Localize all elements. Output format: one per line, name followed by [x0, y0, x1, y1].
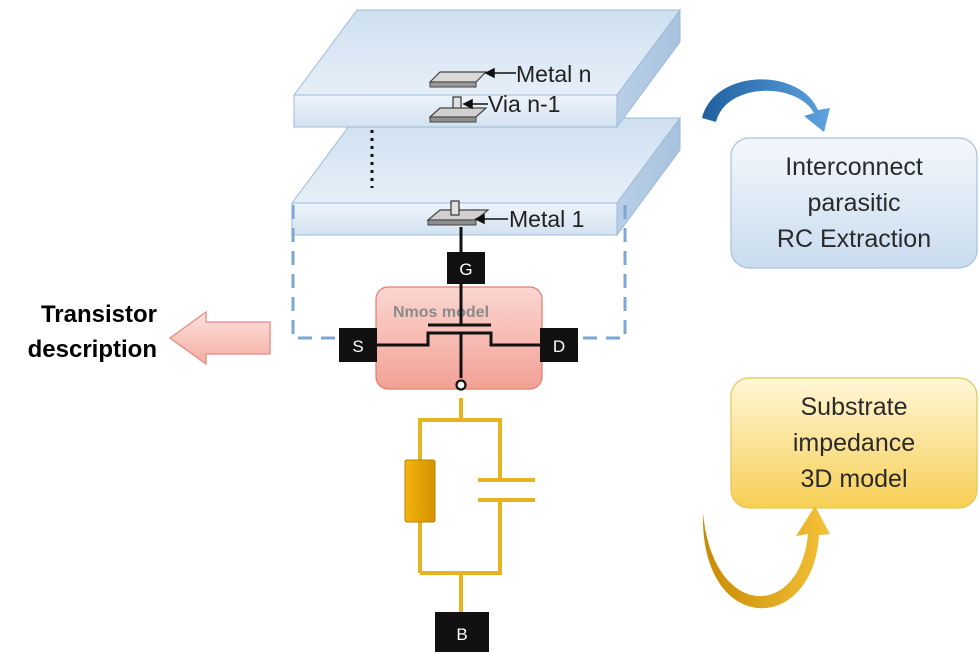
nmos-model-box: Nmos model: [375, 286, 543, 390]
substrate-line3: 3D model: [800, 465, 908, 493]
extraction-cycle-arrow: [702, 79, 830, 132]
transistor-description-title: Transistor description: [12, 297, 157, 367]
interconnect-box-text: Interconnect parasitic RC Extraction: [731, 149, 977, 257]
substrate-line1: Substrate: [800, 393, 908, 421]
label-arrows: [462, 67, 516, 225]
svg-text:B: B: [456, 625, 467, 644]
via-n-1-label: Via n-1: [488, 91, 560, 117]
lower-metal-slab: [291, 116, 681, 237]
interconnect-line2: parasitic: [807, 189, 901, 217]
transistor-description-line1: Transistor: [40, 301, 157, 328]
metal-n-minus-1-pad: [428, 107, 488, 123]
svg-text:S: S: [352, 337, 363, 356]
substrate-network: [418, 398, 535, 612]
drain-terminal: D: [540, 328, 578, 362]
substrate-resistor: [404, 459, 436, 523]
bulk-terminal: B: [435, 612, 489, 652]
substrate-box: [730, 377, 978, 509]
substrate-line2: impedance: [792, 429, 916, 457]
transistor-description-arrow: [168, 310, 271, 366]
metal-n-pad: [428, 71, 488, 88]
gate-terminal: G: [447, 252, 485, 284]
source-terminal: S: [339, 328, 377, 362]
interconnect-line1: Interconnect: [785, 153, 923, 181]
substrate-cycle-arrow: [702, 506, 830, 609]
upper-metal-slab: [293, 8, 681, 129]
nmos-model-label: Nmos model: [393, 304, 489, 321]
transistor-description-line2: description: [27, 336, 157, 363]
interconnect-box: [730, 137, 978, 269]
interconnect-dashed-lines: [291, 205, 627, 340]
svg-text:G: G: [459, 260, 472, 279]
metal-1-label: Metal 1: [509, 206, 584, 232]
transistor-symbol: [368, 283, 545, 391]
interconnect-line3: RC Extraction: [776, 225, 932, 253]
metal-n-label: Metal n: [516, 61, 591, 87]
svg-text:D: D: [553, 337, 565, 356]
substrate-box-text: Substrate impedance 3D model: [731, 389, 977, 497]
metal-1-pad: [426, 200, 490, 226]
